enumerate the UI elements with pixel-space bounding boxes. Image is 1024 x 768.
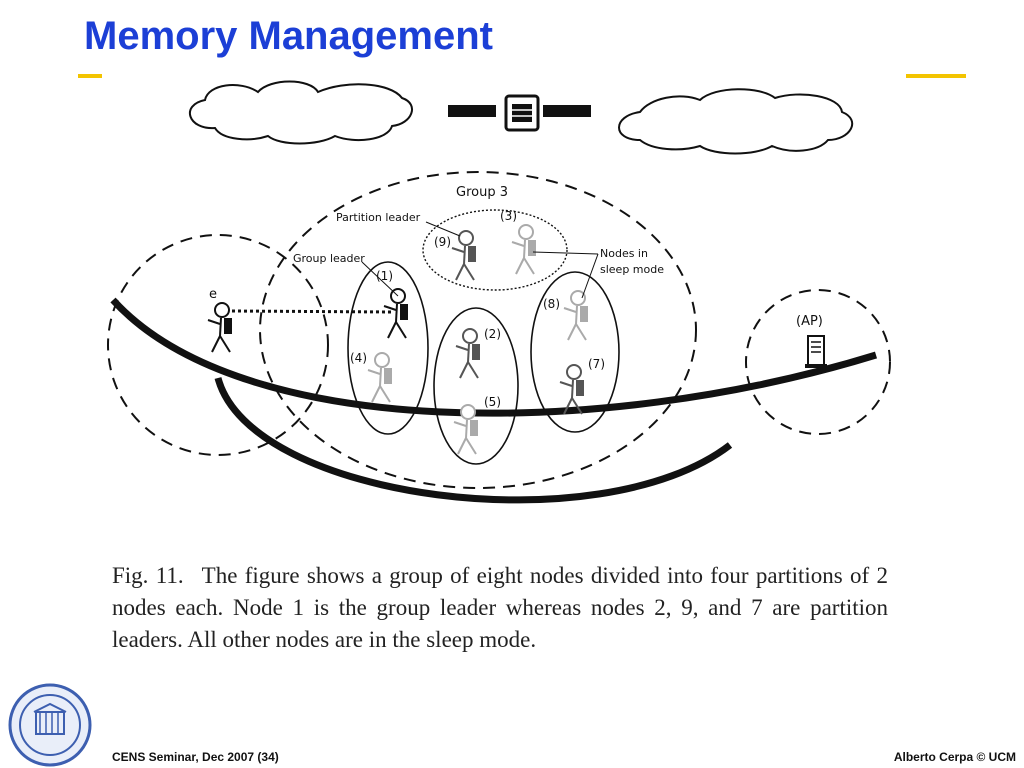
person-icon [207,302,233,353]
person-icon [383,288,409,339]
annotation-line [581,253,599,299]
university-seal-icon [8,683,92,767]
sleep-nodes-label-2: sleep mode [600,263,664,276]
annotation-line [532,251,599,255]
title-underline-right [906,74,966,78]
node-e-label: e [209,287,217,302]
person-icon [563,290,589,341]
range-circle-e [107,234,329,456]
movement-path [214,377,733,504]
node-label: (3) [500,209,517,223]
footer-left: CENS Seminar, Dec 2007 (34) [112,750,279,764]
person-icon [451,230,477,281]
title-underline-left [78,74,102,78]
node-label: (1) [376,269,393,283]
ap-label: (AP) [796,314,823,329]
sleep-nodes-label-1: Nodes in [600,247,648,260]
movement-path [110,297,878,417]
slide-title: Memory Management [84,14,493,58]
link-line [231,309,393,314]
node-label: (8) [543,297,560,311]
cloud-icon [618,88,854,155]
group-label: Group 3 [456,185,508,200]
node-label: (9) [434,235,451,249]
figure-number: Fig. 11. [112,563,184,588]
partition-3-9 [422,209,568,291]
network-figure: Group 3 Partition leader Group leader No… [107,80,891,504]
partition-1-4 [347,261,429,435]
node-label: (2) [484,327,501,341]
group-leader-label: Group leader [293,252,365,265]
caption-text: The figure shows a group of eight nodes … [112,563,889,652]
figure-caption: Fig. 11.The figure shows a group of eigh… [112,560,888,656]
partition-7-8 [530,271,620,433]
cloud-icon [188,80,414,145]
group-boundary [259,171,697,489]
footer-right: Alberto Cerpa © UCM [893,750,1016,764]
person-icon [367,352,393,403]
person-icon [511,224,537,275]
satellite-icon [448,94,591,132]
range-circle-ap [745,289,891,435]
annotation-line [425,221,461,237]
node-label: (7) [588,357,605,371]
partition-2-5 [433,307,519,465]
partition-leader-label: Partition leader [336,211,421,224]
server-icon [805,335,827,368]
person-icon [455,328,481,379]
node-label: (5) [484,395,501,409]
annotation-line [361,261,399,297]
node-label: (4) [350,351,367,365]
